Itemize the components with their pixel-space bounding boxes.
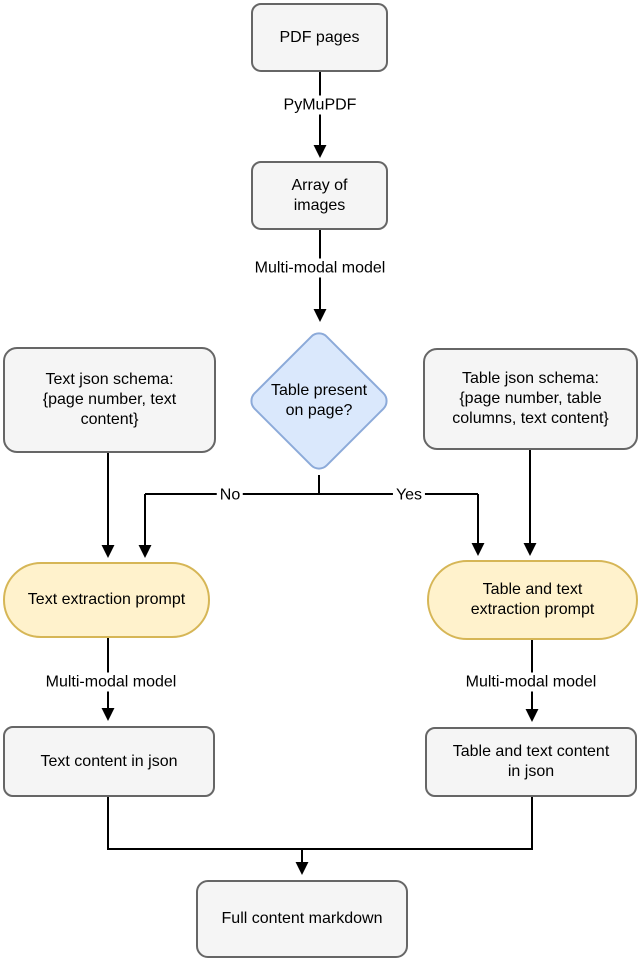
node-table-text-extraction-prompt-label: Table and text extraction prompt bbox=[470, 581, 595, 618]
node-text-extraction-prompt-label: Text extraction prompt bbox=[27, 591, 186, 608]
node-table-text-extraction-prompt: Table and text extraction prompt bbox=[427, 560, 638, 640]
node-array-of-images: Array of images bbox=[251, 161, 388, 230]
node-pdf-pages: PDF pages bbox=[251, 3, 388, 72]
node-array-of-images-label: Array of images bbox=[291, 176, 348, 214]
edge-label-multimodal-left: Multi-modal model bbox=[42, 672, 180, 692]
node-text-extraction-prompt: Text extraction prompt bbox=[3, 562, 210, 638]
node-full-content-markdown-label: Full content markdown bbox=[221, 910, 383, 927]
node-text-content-json-label: Text content in json bbox=[40, 752, 178, 770]
edge-label-yes: Yes bbox=[392, 485, 426, 505]
node-table-json-schema: Table json schema: {page number, table c… bbox=[423, 348, 638, 450]
edge-merge bbox=[107, 797, 533, 850]
edge-label-no: No bbox=[216, 485, 244, 505]
node-text-json-schema-label: Text json schema: {page number, text con… bbox=[42, 371, 177, 428]
node-decision-label: Table present on page? bbox=[270, 382, 368, 419]
node-table-json-schema-label: Table json schema: {page number, table c… bbox=[452, 370, 609, 427]
node-table-text-content-json-label: Table and text content in json bbox=[452, 743, 610, 780]
node-text-content-json: Text content in json bbox=[3, 726, 215, 797]
edge-label-multimodal-right: Multi-modal model bbox=[462, 672, 600, 692]
node-decision: Table present on page? bbox=[245, 327, 393, 475]
node-full-content-markdown: Full content markdown bbox=[196, 880, 408, 958]
edge-label-multimodal-top: Multi-modal model bbox=[251, 258, 389, 278]
node-pdf-pages-label: PDF pages bbox=[279, 28, 360, 46]
node-text-json-schema: Text json schema: {page number, text con… bbox=[3, 347, 216, 453]
edge-label-pymupdf: PyMuPDF bbox=[280, 95, 360, 115]
node-table-text-content-json: Table and text content in json bbox=[425, 727, 637, 797]
